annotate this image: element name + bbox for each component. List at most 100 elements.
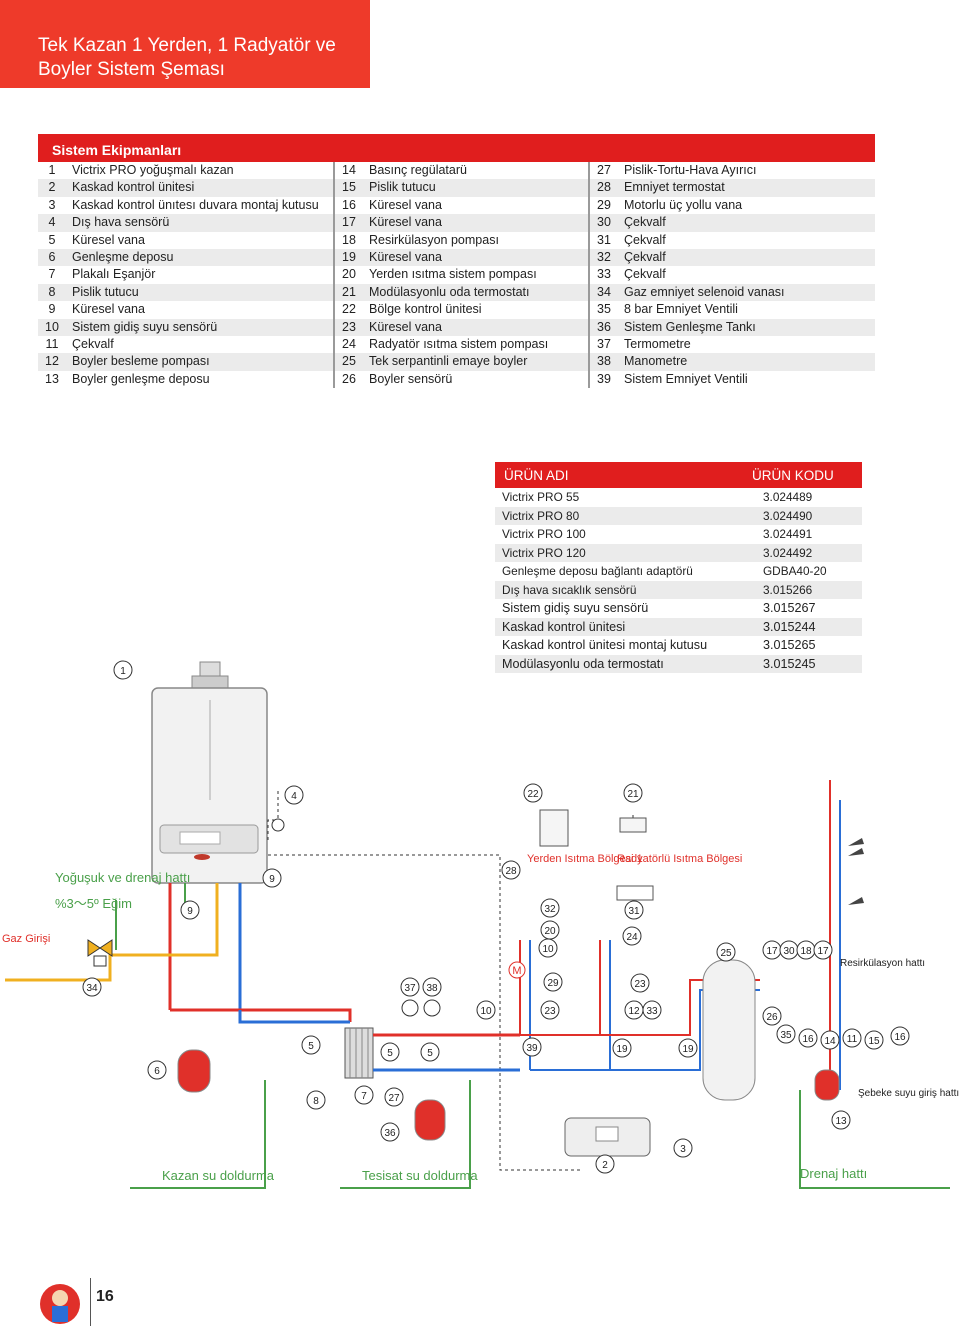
equipment-number: 3 <box>48 197 56 212</box>
svg-text:5: 5 <box>387 1048 393 1059</box>
svg-text:12: 12 <box>628 1006 640 1017</box>
zone2-label: Radyatörlü Isıtma Bölgesi <box>617 853 742 865</box>
svg-text:17: 17 <box>766 946 778 957</box>
equipment-number: 7 <box>48 267 56 282</box>
equipment-number: 16 <box>342 197 356 212</box>
equipment-number: 28 <box>597 180 611 195</box>
svg-text:6: 6 <box>154 1066 160 1077</box>
svg-text:19: 19 <box>682 1044 694 1055</box>
equipment-label: Genleşme deposu <box>72 249 174 264</box>
hot-water-cylinder: 25 <box>702 942 756 1101</box>
shower-heads <box>848 838 864 905</box>
equipment-number: 4 <box>48 215 56 230</box>
equipment-label: Çekvalf <box>72 336 114 351</box>
equipment-header-label: Sistem Ekipmanları <box>52 142 182 158</box>
equipment-number: 30 <box>597 215 611 230</box>
product-name: Victrix PRO 55 <box>502 490 580 504</box>
footer-divider <box>90 1278 91 1326</box>
cascade-controller: 2 3 <box>564 1117 693 1174</box>
product-name: Sistem gidiş suyu sensörü <box>502 601 649 615</box>
equipment-label: Sistem gidiş suyu sensörü <box>72 319 218 334</box>
equipment-number: 2 <box>48 180 56 195</box>
product-code: GDBA40-20 <box>763 564 827 578</box>
svg-text:9: 9 <box>269 874 275 885</box>
equipment-label: Küresel vana <box>72 302 145 317</box>
product-name: Genleşme deposu bağlantı adaptörü <box>502 564 693 578</box>
svg-text:8: 8 <box>313 1096 319 1107</box>
equipment-number: 24 <box>342 336 356 351</box>
svg-text:29: 29 <box>547 978 559 989</box>
equipment-label: Plakalı Eşanjör <box>72 267 156 282</box>
control-wiring <box>267 790 634 1171</box>
svg-text:36: 36 <box>384 1128 396 1139</box>
svg-text:3: 3 <box>680 1144 686 1155</box>
equipment-label: Çekvalf <box>624 249 666 264</box>
equipment-label: Manometre <box>624 354 688 369</box>
svg-text:7: 7 <box>361 1091 367 1102</box>
equipment-number: 32 <box>597 249 611 264</box>
product-name-header: ÜRÜN ADI <box>504 468 569 483</box>
equipment-number: 35 <box>597 302 611 317</box>
product-code: 3.015244 <box>763 619 816 634</box>
equipment-label: Emniyet termostat <box>624 180 725 195</box>
equipment-label: Kaskad kontrol ünitesi <box>72 180 195 195</box>
equipment-label: Tek serpantinli emaye boyler <box>369 354 528 369</box>
svg-text:23: 23 <box>634 979 646 990</box>
equipment-number: 18 <box>342 232 356 247</box>
svg-text:30: 30 <box>783 946 795 957</box>
equipment-number: 34 <box>597 284 611 299</box>
equipment-number: 19 <box>342 249 356 264</box>
recirc-label: Resirkülasyon hattı <box>840 958 925 969</box>
equipment-label: Boyler sensörü <box>369 371 453 386</box>
equipment-number: 12 <box>45 354 59 369</box>
equipment-number: 10 <box>45 319 59 334</box>
product-table-header: ÜRÜN ADI ÜRÜN KODU <box>495 462 862 488</box>
product-row: Sistem gidiş suyu sensörü 3.015267 <box>495 599 862 618</box>
product-code: 3.024491 <box>763 527 813 541</box>
equipment-number: 5 <box>48 232 56 247</box>
svg-text:16: 16 <box>894 1032 906 1043</box>
equipment-number: 37 <box>597 336 611 351</box>
svg-text:33: 33 <box>646 1006 658 1017</box>
boiler-unit <box>151 661 268 884</box>
equipment-number: 8 <box>48 284 56 299</box>
equipment-label: Çekvalf <box>624 267 666 282</box>
svg-text:23: 23 <box>544 1006 556 1017</box>
equipment-label: Sistem Emniyet Ventili <box>624 371 748 386</box>
svg-text:9: 9 <box>187 906 193 917</box>
product-table: ÜRÜN ADI ÜRÜN KODU Victrix PRO 55 3.02448… <box>495 462 862 673</box>
svg-text:4: 4 <box>291 791 297 802</box>
svg-text:5: 5 <box>427 1048 433 1059</box>
equipment-number: 1 <box>48 163 56 177</box>
svg-text:34: 34 <box>86 983 98 994</box>
svg-text:15: 15 <box>868 1036 880 1047</box>
svg-text:14: 14 <box>824 1036 836 1047</box>
distribution-pipes <box>373 780 841 1090</box>
equipment-label: Küresel vana <box>369 249 442 264</box>
product-code: 3.015267 <box>763 601 816 615</box>
product-name: Victrix PRO 120 <box>502 545 586 560</box>
equipment-header: Sistem Ekipmanları <box>38 134 875 162</box>
equipment-label: Modülasyonlu oda termostatı <box>369 284 530 299</box>
product-code: 3.024489 <box>763 490 813 504</box>
equipment-label: Radyatör ısıtma sistem pompası <box>369 336 549 351</box>
